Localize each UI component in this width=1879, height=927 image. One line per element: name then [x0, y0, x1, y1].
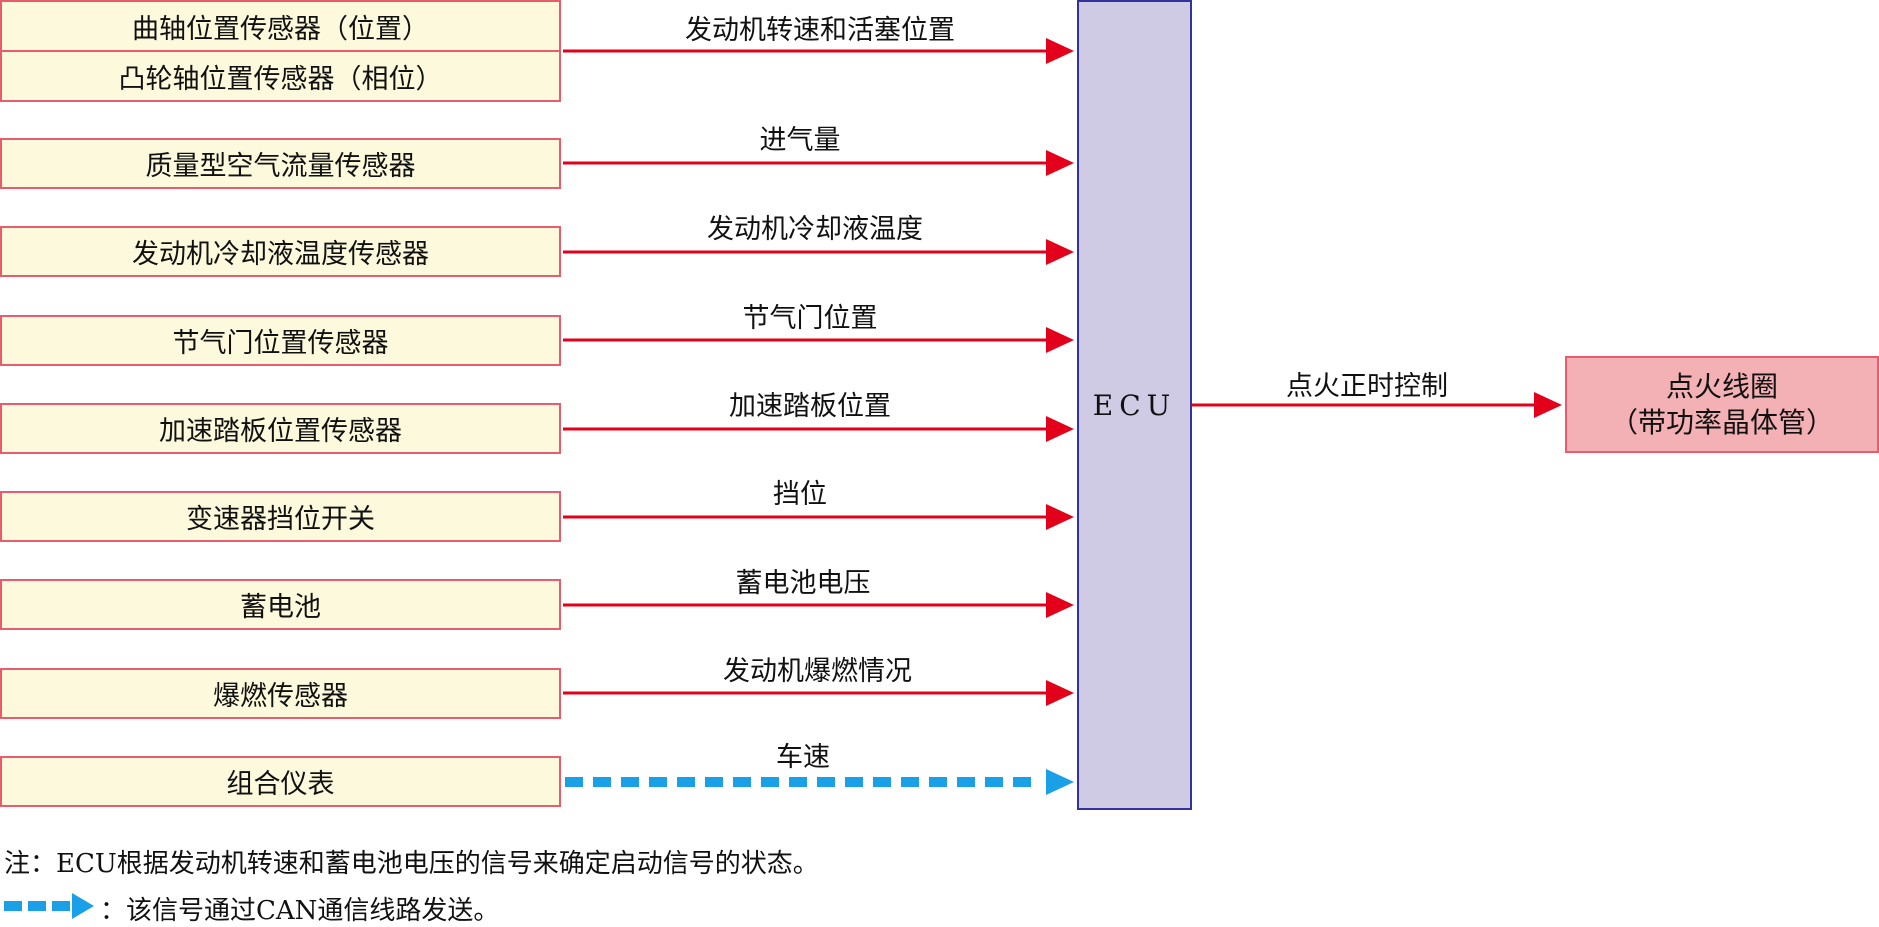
ecu-label: ECU [1092, 388, 1177, 422]
input-arrow-6-arrowhead [1046, 592, 1074, 618]
can-arrow-vehicle-speed-arrowhead [1046, 769, 1074, 795]
ignition-coil-block: 点火线圈 （带功率晶体管） [1565, 356, 1879, 453]
signal-label-gear: 挡位 [773, 479, 827, 510]
legend-can-text: ：该信号通过CAN通信线路发送。 [100, 896, 500, 926]
can-arrow-vehicle-speed-dash [593, 777, 611, 787]
signal-label-engine-speed-piston: 发动机转速和活塞位置 [685, 15, 955, 46]
can-arrow-vehicle-speed-dash [733, 777, 751, 787]
ecu-block: ECU [1077, 0, 1192, 810]
note-text: 注：ECU根据发动机转速和蓄电池电压的信号来确定启动信号的状态。 [4, 849, 819, 879]
can-arrow-vehicle-speed-dash [649, 777, 667, 787]
sensor-camshaft-position: 凸轮轴位置传感器（相位） [0, 50, 561, 102]
signal-label-coolant-temp: 发动机冷却液温度 [707, 214, 923, 245]
can-arrow-vehicle-speed-dash [845, 777, 863, 787]
input-arrow-3-arrowhead [1046, 327, 1074, 353]
sensor-throttle-position: 节气门位置传感器 [0, 315, 561, 366]
sensor-battery: 蓄电池 [0, 579, 561, 630]
legend-can-dash [52, 901, 70, 911]
signal-label-battery-voltage: 蓄电池电压 [735, 568, 871, 599]
can-arrow-vehicle-speed-dash [761, 777, 779, 787]
output-arrow-ignition-arrowhead [1534, 392, 1562, 418]
can-arrow-vehicle-speed-dash [873, 777, 891, 787]
signal-label-pedal-position: 加速踏板位置 [729, 391, 891, 422]
signal-label-throttle-position: 节气门位置 [742, 303, 878, 334]
can-arrow-vehicle-speed-dash [817, 777, 835, 787]
signal-label-vehicle-speed: 车速 [776, 742, 830, 773]
can-arrow-vehicle-speed-dash [1013, 777, 1031, 787]
sensor-gear-switch: 变速器挡位开关 [0, 491, 561, 542]
signal-label-intake-air: 进气量 [759, 125, 841, 156]
input-arrow-0-arrowhead [1046, 38, 1074, 64]
can-arrow-vehicle-speed-dash [929, 777, 947, 787]
input-arrow-5-arrowhead [1046, 504, 1074, 530]
input-arrow-1-arrowhead [1046, 150, 1074, 176]
input-arrow-2-arrowhead [1046, 239, 1074, 265]
can-arrow-vehicle-speed-dash [901, 777, 919, 787]
can-arrow-vehicle-speed-dash [957, 777, 975, 787]
sensor-combination-meter: 组合仪表 [0, 756, 561, 807]
can-arrow-vehicle-speed-dash [705, 777, 723, 787]
can-arrow-vehicle-speed-dash [789, 777, 807, 787]
sensor-mass-air-flow: 质量型空气流量传感器 [0, 138, 561, 189]
signal-label-ignition-timing: 点火正时控制 [1286, 371, 1448, 402]
can-arrow-vehicle-speed-dash [677, 777, 695, 787]
input-arrow-4-arrowhead [1046, 416, 1074, 442]
input-arrow-7-arrowhead [1046, 680, 1074, 706]
sensor-crankshaft-position: 曲轴位置传感器（位置） [0, 0, 561, 52]
ignition-coil-label: 点火线圈 [1665, 369, 1778, 403]
signal-label-knock: 发动机爆燃情况 [723, 656, 912, 687]
ignition-coil-sublabel: （带功率晶体管） [1609, 405, 1834, 439]
legend-can-dash [28, 901, 46, 911]
can-arrow-vehicle-speed-dash [565, 777, 583, 787]
sensor-accelerator-pedal: 加速踏板位置传感器 [0, 403, 561, 454]
sensor-knock: 爆燃传感器 [0, 668, 561, 719]
can-arrow-vehicle-speed-dash [621, 777, 639, 787]
can-arrow-vehicle-speed-dash [985, 777, 1003, 787]
legend-can-dash [4, 901, 22, 911]
legend-can-arrowhead [72, 893, 94, 919]
sensor-coolant-temperature: 发动机冷却液温度传感器 [0, 226, 561, 277]
